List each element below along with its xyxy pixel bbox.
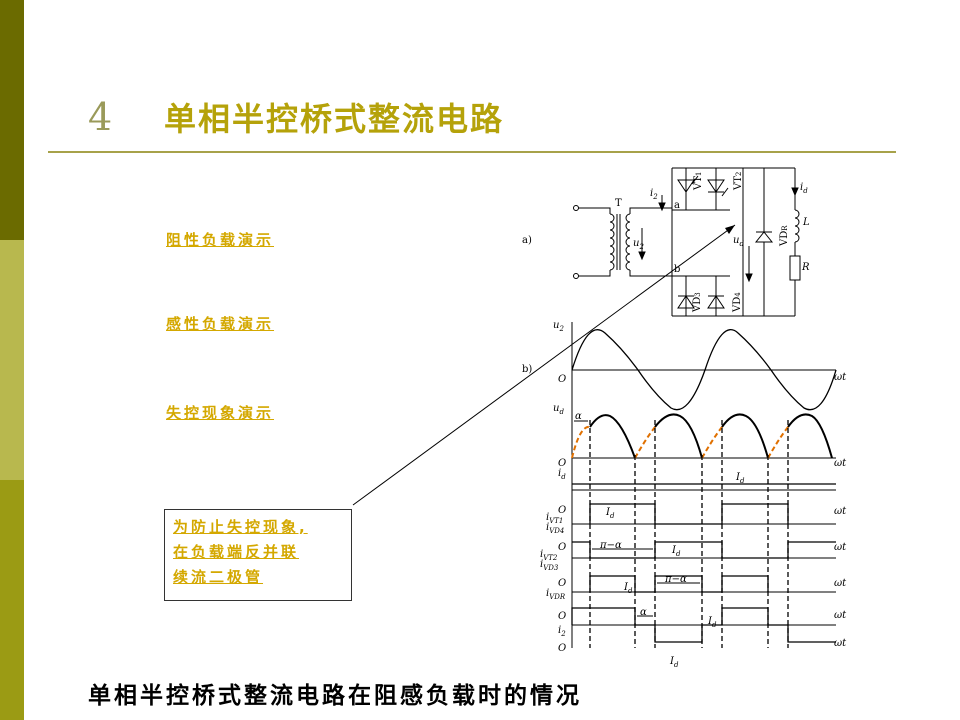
- wave-u2-label: u2: [553, 320, 564, 333]
- inductor-label: L: [802, 217, 810, 228]
- note-line[interactable]: 为防止失控现象,: [173, 518, 308, 536]
- wt-label: ωt: [834, 506, 847, 517]
- ud-dashed: [767, 426, 789, 459]
- transformer-label: T: [615, 198, 622, 209]
- Id-label: Id: [669, 656, 679, 669]
- pi-minus-alpha-label: π−α: [599, 540, 622, 551]
- note-box: 为防止失控现象, 在负载端反并联 续流二极管: [164, 509, 352, 601]
- link-resistive-load-demo[interactable]: 阻性负载演示: [166, 231, 275, 249]
- wt-label: ωt: [834, 610, 847, 621]
- part-a-label: a): [522, 235, 532, 246]
- input-terminal-top: [573, 205, 579, 211]
- wave-ud-label: ud: [553, 403, 564, 416]
- wt-label: ωt: [834, 372, 847, 383]
- transformer-secondary: [625, 213, 631, 271]
- ud-pulse: [654, 413, 703, 459]
- slide-caption: 单相半控桥式整流电路在阻感负载时的情况: [88, 683, 582, 709]
- link-loss-of-control-demo[interactable]: 失控现象演示: [166, 404, 275, 422]
- part-b-label: b): [522, 364, 532, 375]
- ud-dashed: [701, 426, 723, 459]
- waveforms: [571, 322, 837, 648]
- wave-i2-label: i2: [558, 625, 566, 638]
- ivd3-label: iVD3: [540, 559, 559, 572]
- ivdr-label: iVDR: [546, 588, 566, 601]
- resistor-label: R: [801, 262, 810, 273]
- pi-minus-alpha-label: π−α: [664, 574, 687, 585]
- ud-pulse: [787, 413, 833, 459]
- node-b-label: b: [674, 264, 680, 275]
- callout-arrowhead: [725, 225, 735, 234]
- inductor: [794, 209, 800, 243]
- vd3-label: VD3: [692, 292, 703, 313]
- vt1-label: VT1: [693, 172, 704, 191]
- wt-label: ωt: [834, 458, 847, 469]
- ud-dashed: [634, 426, 656, 459]
- sidebar-decoration: [0, 0, 24, 720]
- alpha-label: α: [575, 411, 582, 422]
- ivt1-waveform: [589, 503, 789, 525]
- ud-pulse: [721, 413, 769, 459]
- note-line[interactable]: 续流二极管: [173, 568, 264, 586]
- input-terminal-bottom: [573, 273, 579, 279]
- vdr-label: VDR: [779, 225, 790, 247]
- circuit-diagram: [573, 167, 801, 317]
- origin-label: O: [558, 374, 566, 385]
- guide-lines: [589, 420, 789, 648]
- ivt1-label: iVT1: [546, 512, 563, 525]
- ivd4-label: iVD4: [546, 522, 564, 535]
- i2-label: i2: [650, 188, 658, 201]
- vt2-label: VT2: [733, 172, 744, 191]
- waveform-labels: b) u2 O ωt ud α O ωt id Id O ωt iVT1 iVD…: [522, 320, 847, 669]
- Id-label: Id: [735, 472, 745, 485]
- sidebar-segment-mid: [0, 480, 24, 720]
- origin-label: O: [558, 505, 566, 516]
- resistor: [789, 255, 801, 281]
- sidebar-segment-light: [0, 240, 24, 480]
- wt-label: ωt: [834, 542, 847, 553]
- Id-label: Id: [671, 545, 681, 558]
- sidebar-segment-dark: [0, 0, 24, 240]
- u2-waveform: [571, 329, 837, 411]
- slide-number: 4: [88, 95, 113, 139]
- wave-id-label: id: [558, 468, 566, 481]
- title-divider: [48, 151, 896, 153]
- ud-pulse: [589, 414, 636, 459]
- origin-label: O: [558, 542, 566, 553]
- link-inductive-load-demo[interactable]: 感性负载演示: [166, 315, 275, 333]
- wt-label: ωt: [834, 578, 847, 589]
- callout-line: [352, 224, 736, 506]
- circuit-labels: a) T u2 i2 a b VT1 VT2 VD3 VD4 VDR id ud…: [522, 172, 810, 313]
- ud-dashed: [571, 425, 591, 459]
- origin-label: O: [558, 643, 566, 654]
- note-line[interactable]: 在负载端反并联: [173, 543, 300, 561]
- ud-label: ud: [733, 235, 744, 248]
- wt-label: ωt: [834, 638, 847, 649]
- slide-title-text: 单相半控桥式整流电路: [164, 100, 505, 138]
- node-a-label: a: [674, 200, 680, 211]
- vd4-label: VD4: [732, 292, 743, 313]
- origin-label: O: [558, 611, 566, 622]
- origin-label: O: [558, 578, 566, 589]
- ivt2-label: iVT2: [540, 549, 558, 562]
- id-label: id: [800, 182, 808, 195]
- origin-label: O: [558, 458, 566, 469]
- transformer-primary: [609, 213, 615, 271]
- alpha-label: α: [640, 607, 647, 618]
- Id-label: Id: [623, 582, 633, 595]
- u2-label: u2: [633, 238, 644, 251]
- ivd-waveform: [589, 575, 769, 593]
- Id-label: Id: [605, 507, 615, 520]
- slide-title: 4 单相半控桥式整流电路: [88, 92, 504, 142]
- Id-label: Id: [707, 616, 717, 629]
